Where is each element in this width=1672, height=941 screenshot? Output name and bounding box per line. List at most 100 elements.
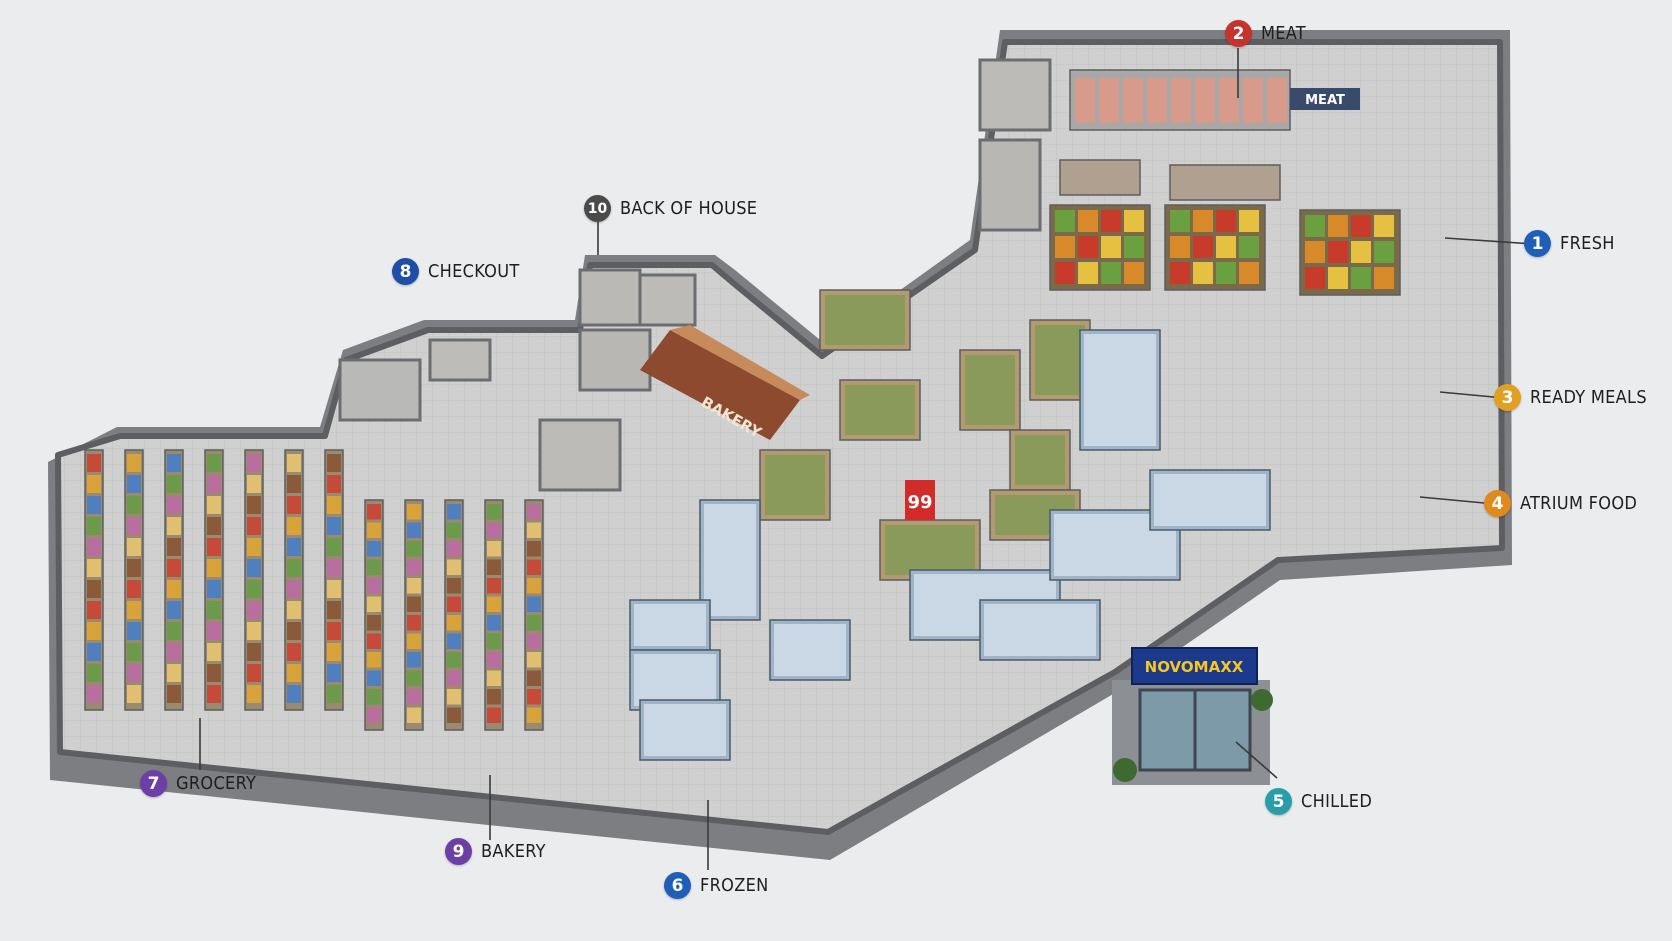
meat-tray [1075, 78, 1095, 123]
shelf-product [447, 670, 461, 686]
back-of-house-rooms [338, 58, 1052, 492]
callout-bakery[interactable]: 9 BAKERY [445, 838, 546, 865]
callout-ready-meals[interactable]: 3 READY MEALS [1494, 384, 1647, 411]
callout-meat[interactable]: 2 MEAT [1225, 20, 1306, 47]
shelf-product [87, 454, 101, 472]
produce-crate [1305, 267, 1325, 289]
shelf-product [527, 541, 541, 557]
shelf-product [127, 622, 141, 640]
shelf-product [487, 689, 501, 705]
shelf-product [287, 622, 301, 640]
shelf-product [167, 643, 181, 661]
shelf-product [127, 538, 141, 556]
shelf-product [207, 580, 221, 598]
shelf-product [167, 454, 181, 472]
callout-checkout-label: CHECKOUT [428, 261, 520, 282]
produce-crate [1170, 236, 1190, 258]
shelf-product [327, 664, 341, 682]
shelf-product [527, 596, 541, 612]
callout-grocery-label: GROCERY [176, 773, 257, 794]
display-goods [1035, 325, 1085, 395]
meat-tray [1243, 78, 1263, 123]
produce-crate [1374, 215, 1394, 237]
shelf-product [407, 633, 421, 649]
shelf-product [367, 652, 381, 668]
callout-grocery[interactable]: 7 GROCERY [140, 770, 256, 797]
shelf-product [207, 685, 221, 703]
shelf-product [247, 475, 261, 493]
shelf-product [247, 580, 261, 598]
produce-crate [1124, 236, 1144, 258]
meat-tray [1267, 78, 1287, 123]
shelf-product [247, 559, 261, 577]
shelf-product [447, 596, 461, 612]
callout-atrium-food-label: ATRIUM FOOD [1520, 493, 1638, 514]
shelf-product [487, 615, 501, 631]
shelf-product [247, 685, 261, 703]
freezer-glass [634, 604, 706, 646]
shelf-product [327, 685, 341, 703]
shelf-product [87, 622, 101, 640]
produce-crate [1193, 236, 1213, 258]
callout-atrium-food[interactable]: 4 ATRIUM FOOD [1484, 490, 1637, 517]
freezer-glass [774, 624, 846, 676]
shelf-product [487, 596, 501, 612]
shelf-product [407, 578, 421, 594]
produce-crate [1305, 241, 1325, 263]
shelf-product [127, 496, 141, 514]
shelf-product [487, 578, 501, 594]
freezer-glass [644, 704, 726, 756]
callout-frozen-number: 6 [664, 872, 691, 899]
callout-frozen[interactable]: 6 FROZEN [664, 872, 769, 899]
shelf-product [207, 622, 221, 640]
shelf-product [447, 633, 461, 649]
shelf-product [127, 580, 141, 598]
produce-crate [1351, 267, 1371, 289]
shelf-product [207, 664, 221, 682]
callout-back-of-house[interactable]: 10 BACK OF HOUSE [584, 195, 757, 222]
shelf-product [407, 670, 421, 686]
display-goods [765, 455, 825, 515]
shelf-product [527, 689, 541, 705]
shelf-product [487, 559, 501, 575]
produce-crate [1124, 210, 1144, 232]
store-entrance: NOVOMAXX [1112, 647, 1273, 785]
callout-fresh-label: FRESH [1560, 233, 1615, 254]
meat-island [1169, 164, 1281, 201]
shelf-product [287, 517, 301, 535]
shelf-product [207, 643, 221, 661]
callout-chilled[interactable]: 5 CHILLED [1265, 788, 1372, 815]
shelf-product [487, 633, 501, 649]
shelf-product [367, 633, 381, 649]
freezer-glass [984, 604, 1096, 656]
produce-crate [1351, 241, 1371, 263]
shelf-product [207, 517, 221, 535]
shelf-product [287, 559, 301, 577]
promo-sign-text: 99 [907, 492, 932, 513]
meat-tray [1219, 78, 1239, 123]
shelf-product [247, 643, 261, 661]
shelf-product [167, 580, 181, 598]
produce-crate [1374, 267, 1394, 289]
shelf-product [327, 496, 341, 514]
fresh-produce-area [1049, 204, 1401, 296]
callout-fresh[interactable]: 1 FRESH [1524, 230, 1615, 257]
callout-checkout[interactable]: 8 CHECKOUT [392, 258, 520, 285]
shelf-product [87, 496, 101, 514]
freezer-glass [704, 504, 756, 616]
produce-crate [1328, 267, 1348, 289]
shelf-product [207, 601, 221, 619]
shelf-product [87, 538, 101, 556]
shelf-product [527, 559, 541, 575]
shelf-product [447, 578, 461, 594]
display-goods [825, 295, 905, 345]
shelf-product [127, 475, 141, 493]
shelf-product [447, 522, 461, 538]
shelf-product [367, 504, 381, 520]
produce-crate [1124, 262, 1144, 284]
shelf-product [407, 652, 421, 668]
shelf-product [367, 615, 381, 631]
meat-tray [1099, 78, 1119, 123]
shelf-product [527, 707, 541, 723]
callout-chilled-number: 5 [1265, 788, 1292, 815]
